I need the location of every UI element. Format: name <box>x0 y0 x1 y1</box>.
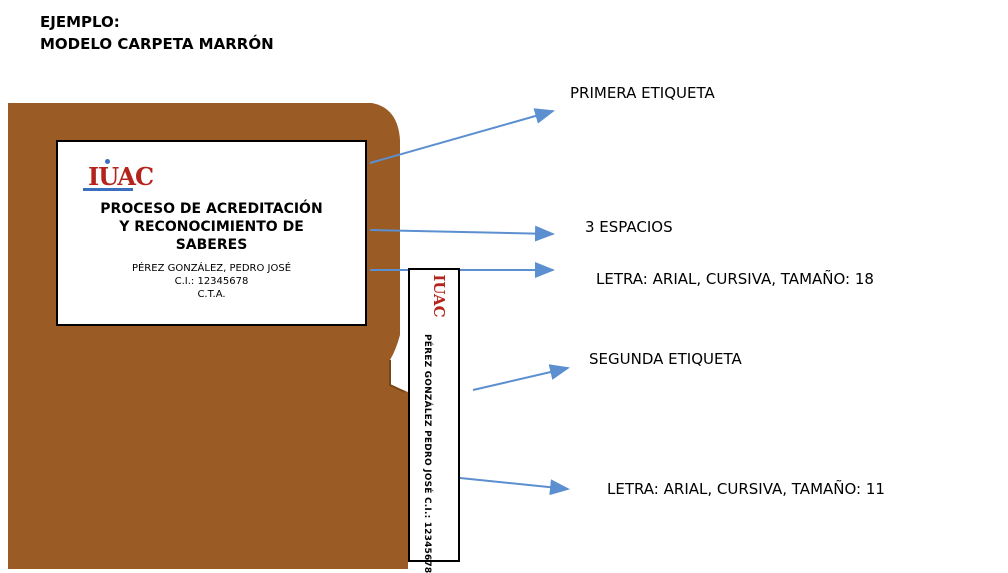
title-line-3: SABERES <box>175 237 248 253</box>
person-area: C.T.A. <box>197 289 226 300</box>
annotation-first-label: PRIMERA ETIQUETA <box>570 84 715 102</box>
iuac-logo: IUAC <box>88 159 154 191</box>
second-label-text: PÉREZ GONZÁLEZ PEDRO JOSÉ C.I.: 12345678 <box>422 334 432 573</box>
person-name: PÉREZ GONZÁLEZ, PEDRO JOSÉ <box>131 263 292 274</box>
person-ci: C.I.: 12345678 <box>174 276 249 287</box>
heading-line-1: EJEMPLO: <box>40 13 120 31</box>
first-label-details: PÉREZ GONZÁLEZ, PEDRO JOSÉ C.I.: 1234567… <box>58 262 365 301</box>
arrow-first-label <box>369 108 555 164</box>
title-line-2: Y RECONOCIMIENTO DE <box>119 219 304 235</box>
heading: EJEMPLO: MODELO CARPETA MARRÓN <box>40 11 274 55</box>
annotation-second-label: SEGUNDA ETIQUETA <box>589 350 742 368</box>
iuac-logo-vertical: IUAC <box>430 274 448 318</box>
annotation-font-first: LETRA: ARIAL, CURSIVA, TAMAÑO: 18 <box>596 270 874 288</box>
folder-edge <box>389 360 406 393</box>
first-label-title: PROCESO DE ACREDITACIÓN Y RECONOCIMIENTO… <box>58 200 365 254</box>
first-label: IUAC PROCESO DE ACREDITACIÓN Y RECONOCIM… <box>56 140 367 326</box>
arrow-spacing <box>369 225 555 242</box>
title-line-1: PROCESO DE ACREDITACIÓN <box>100 201 323 217</box>
logo-underline <box>83 188 133 191</box>
annotation-spacing: 3 ESPACIOS <box>585 218 673 236</box>
logo-text: IUAC <box>88 162 154 191</box>
logo-dot-icon <box>105 159 110 164</box>
annotation-font-second: LETRA: ARIAL, CURSIVA, TAMAÑO: 11 <box>607 480 885 498</box>
heading-line-2: MODELO CARPETA MARRÓN <box>40 35 274 53</box>
arrow-second-label <box>472 364 570 391</box>
arrow-font-second <box>459 477 570 496</box>
second-label: IUAC PÉREZ GONZÁLEZ PEDRO JOSÉ C.I.: 123… <box>408 268 460 573</box>
